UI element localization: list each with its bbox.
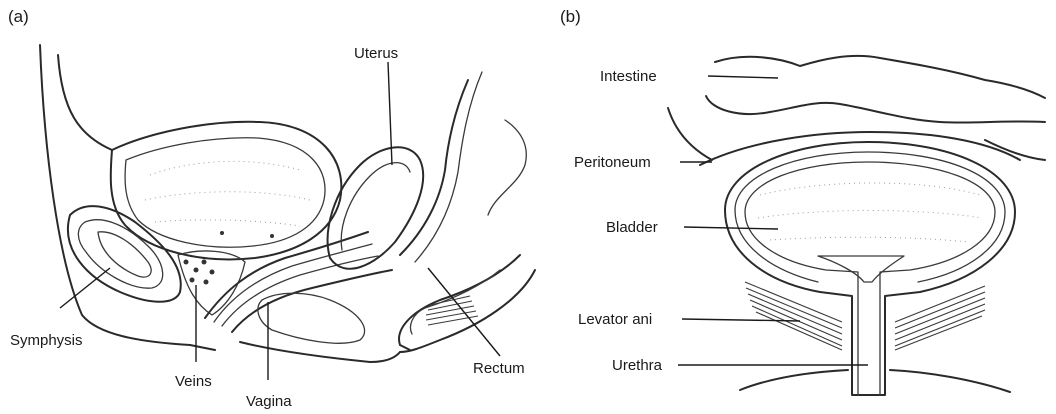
bladder-b-inner-wall xyxy=(745,162,995,395)
label-urethra: Urethra xyxy=(612,357,663,374)
rectum-outer-wall xyxy=(399,255,520,350)
panel-a-tag: (a) xyxy=(8,7,29,26)
perineum-floor xyxy=(240,342,400,362)
uterus xyxy=(328,72,527,269)
intestine-loops xyxy=(668,56,1045,160)
levator-ani-fiber xyxy=(745,282,842,322)
trigone xyxy=(818,256,904,282)
bladder-b-muscle-layer xyxy=(735,152,1005,282)
vein-dot xyxy=(210,270,215,275)
panel-b-coronal-section: (b) xyxy=(560,7,1045,395)
levator-ani-fiber xyxy=(756,312,842,350)
hatch-line xyxy=(426,311,476,320)
hatch-line xyxy=(426,306,474,315)
label-levator-ani: Levator ani xyxy=(578,311,652,328)
abdominal-wall-inner xyxy=(58,55,112,150)
veins-cluster xyxy=(178,251,245,315)
levator-ani-fiber xyxy=(746,288,842,328)
posterior-wall xyxy=(400,80,468,255)
vein-dot xyxy=(204,280,209,285)
vein-dot xyxy=(194,268,199,273)
panel-b-tag: (b) xyxy=(560,7,581,26)
label-peritoneum: Peritoneum xyxy=(574,154,651,171)
vein-dot xyxy=(202,260,207,265)
label-uterus: Uterus xyxy=(354,45,398,62)
label-vagina: Vagina xyxy=(246,393,292,410)
levator-ani-fiber xyxy=(895,316,982,350)
bladder-b-muscle-layer xyxy=(735,210,818,282)
panel-a-sagittal-section: (a) xyxy=(8,7,535,410)
levator-ani-fiber xyxy=(895,310,985,346)
levator-ani-fiber xyxy=(895,298,985,334)
levator-ani-fiber xyxy=(895,304,985,340)
bladder-leader-line xyxy=(684,227,778,229)
bladder-a-texture xyxy=(145,161,310,226)
rectum xyxy=(399,255,535,352)
levator-ani-fiber xyxy=(752,306,842,346)
intestine-loop-lower xyxy=(668,108,712,160)
intestine-loop-middle xyxy=(706,96,1045,123)
bladder-a xyxy=(111,122,342,260)
levator-ani-fiber xyxy=(895,292,985,328)
pelvic-floor-arc-left xyxy=(740,370,848,390)
posterior-wall-inner xyxy=(415,72,482,262)
levator-ani-right xyxy=(895,286,985,350)
peritoneal-fold xyxy=(488,120,526,215)
bladder-b xyxy=(725,142,1015,395)
bladder-a-outer-wall xyxy=(111,122,342,260)
levator-ani-fiber xyxy=(895,286,985,322)
label-intestine: Intestine xyxy=(600,68,657,85)
bladder-b-outer-wall xyxy=(725,142,1015,395)
label-rectum: Rectum xyxy=(473,360,525,377)
bladder-b-texture xyxy=(758,183,982,242)
uterus-leader-line xyxy=(388,62,392,165)
label-bladder: Bladder xyxy=(606,219,658,236)
bladder-a-inner-wall xyxy=(125,138,325,247)
pelvic-floor-arc-right xyxy=(890,370,1010,392)
vaginal-wall-posterior xyxy=(232,270,392,332)
vaginal-wall-anterior xyxy=(205,232,368,318)
vein-dot xyxy=(190,278,195,283)
vein-dot xyxy=(184,260,189,265)
rectum-leader-line xyxy=(428,268,500,356)
levator-ani-fiber xyxy=(748,294,842,334)
intestine-leader-line xyxy=(708,76,778,78)
label-symphysis: Symphysis xyxy=(10,332,83,349)
bladder-a-mark xyxy=(270,234,274,238)
label-veins: Veins xyxy=(175,373,212,390)
bladder-a-mark xyxy=(220,231,224,235)
